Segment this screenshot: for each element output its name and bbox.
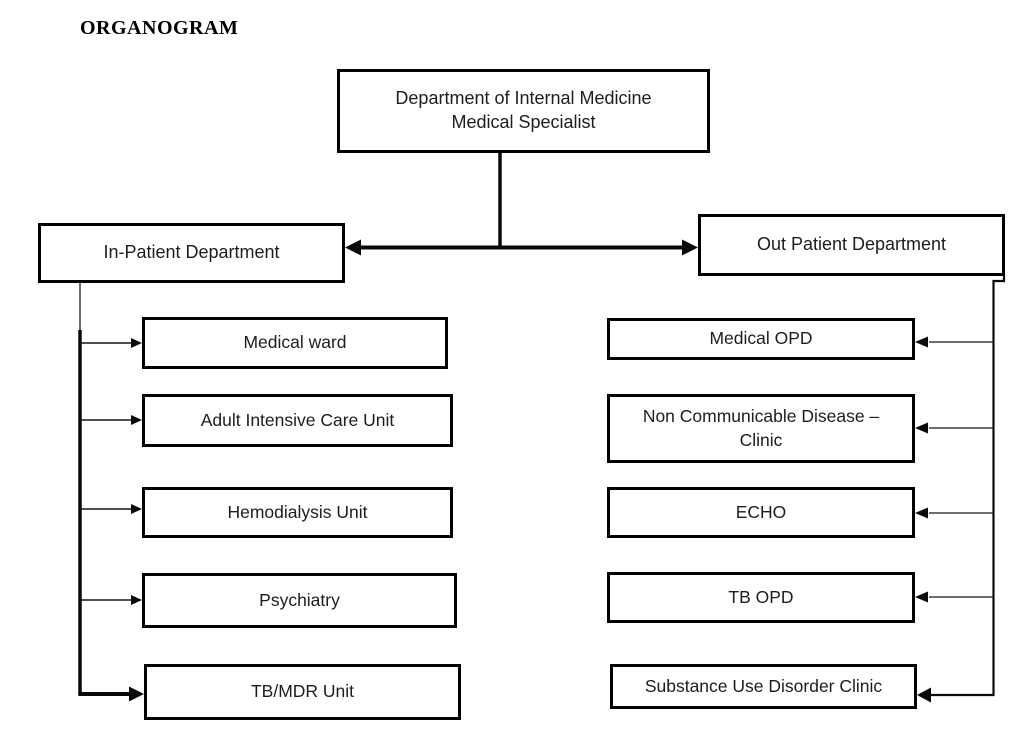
- arrowhead-hemodialysis: [131, 504, 142, 514]
- arrowhead-adult-icu: [131, 415, 142, 425]
- connector-outpatient-trunk: [917, 276, 1006, 703]
- unit-box-medical-opd: Medical OPD: [607, 318, 915, 360]
- page-title: ORGANOGRAM: [80, 17, 239, 39]
- arrowhead-substance-use-clinic: [917, 687, 931, 703]
- unit-box-echo: ECHO: [607, 487, 915, 538]
- unit-box-psychiatry: Psychiatry: [142, 573, 457, 628]
- unit-box-tb-opd: TB OPD: [607, 572, 915, 623]
- unit-box-medical-ward: Medical ward: [142, 317, 448, 369]
- arrowhead-to-inpatient: [345, 239, 361, 256]
- arrowhead-tb-mdr-unit: [129, 686, 144, 702]
- arrowhead-to-outpatient: [682, 239, 698, 256]
- arrowhead-medical-opd: [915, 336, 928, 348]
- root-box-department-of-internal-medicine: Department of Internal Medicine Medical …: [337, 69, 710, 153]
- unit-box-tb-mdr-unit: TB/MDR Unit: [144, 664, 461, 720]
- arrowhead-echo: [915, 507, 928, 519]
- unit-box-adult-intensive-care-unit: Adult Intensive Care Unit: [142, 394, 453, 447]
- connector-outpatient-branches: [915, 336, 993, 603]
- outpatient-department-box: Out Patient Department: [698, 214, 1005, 276]
- inpatient-department-box: In-Patient Department: [38, 223, 345, 283]
- connector-main-horizontal-arrow: [345, 239, 698, 256]
- arrowhead-psychiatry: [131, 595, 142, 605]
- arrowhead-tb-opd: [915, 591, 928, 603]
- unit-box-substance-use-disorder-clinic: Substance Use Disorder Clinic: [610, 664, 917, 709]
- connector-inpatient-trunk: [78, 283, 144, 702]
- connector-inpatient-branches: [81, 338, 142, 605]
- arrowhead-medical-ward: [131, 338, 142, 348]
- arrowhead-ncd-clinic: [915, 422, 928, 434]
- unit-box-hemodialysis-unit: Hemodialysis Unit: [142, 487, 453, 538]
- unit-box-non-communicable-disease-clinic: Non Communicable Disease – Clinic: [607, 394, 915, 463]
